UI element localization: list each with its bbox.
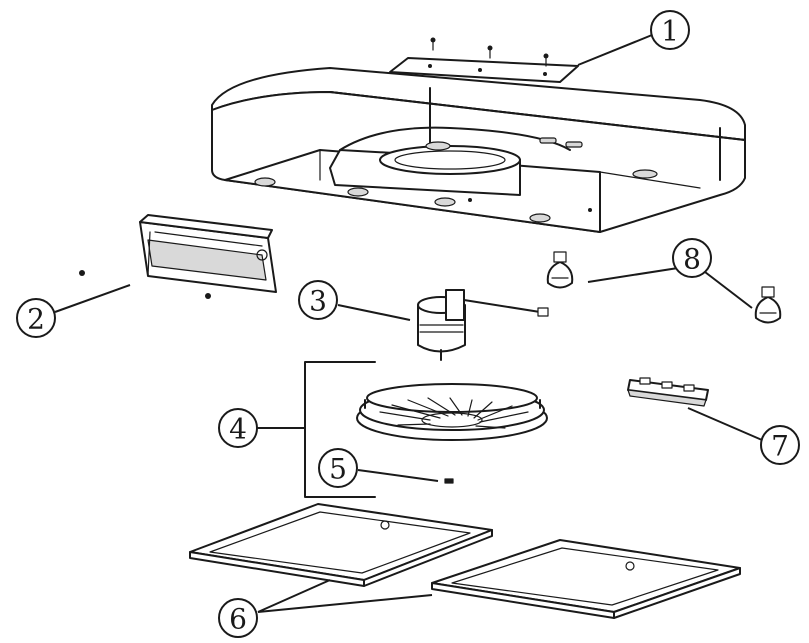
svg-text:2: 2	[27, 303, 45, 336]
leader-8b	[704, 271, 753, 309]
svg-text:4: 4	[229, 413, 247, 446]
fan-nut	[444, 478, 454, 484]
callout-4: 4	[218, 408, 258, 448]
svg-text:7: 7	[771, 430, 789, 463]
grease-filter	[431, 539, 741, 619]
leader-6b	[257, 594, 433, 613]
fan-bracket	[257, 361, 376, 498]
leader-2	[54, 284, 131, 313]
callout-1: 1	[650, 10, 690, 50]
callout-3: 3	[298, 280, 338, 320]
svg-text:3: 3	[309, 285, 327, 318]
leader-7	[687, 407, 763, 441]
callout-7: 7	[760, 425, 800, 465]
halogen-bulb	[546, 251, 574, 289]
screw-dot	[205, 293, 211, 299]
screw-dot	[79, 270, 85, 276]
fan-wheel	[356, 383, 548, 441]
leader-6a	[257, 579, 331, 613]
leader-8a	[587, 267, 679, 283]
leader-1	[577, 34, 653, 66]
callout-2: 2	[16, 298, 56, 338]
callout-8: 8	[672, 238, 712, 278]
mounting-screws	[430, 37, 549, 67]
callout-5: 5	[318, 448, 358, 488]
range-hood-body	[211, 67, 746, 233]
control-board	[627, 377, 709, 407]
callout-6: 6	[218, 598, 258, 638]
halogen-bulb	[754, 286, 782, 324]
grease-filter	[189, 503, 493, 587]
leader-5	[357, 469, 439, 482]
svg-text:8: 8	[683, 243, 701, 276]
svg-text:5: 5	[329, 453, 347, 486]
mounting-plate	[389, 57, 579, 83]
svg-text:6: 6	[229, 603, 247, 636]
light-box	[139, 214, 277, 293]
motor	[417, 289, 549, 361]
leader-3	[337, 304, 411, 321]
svg-text:1: 1	[661, 15, 679, 48]
